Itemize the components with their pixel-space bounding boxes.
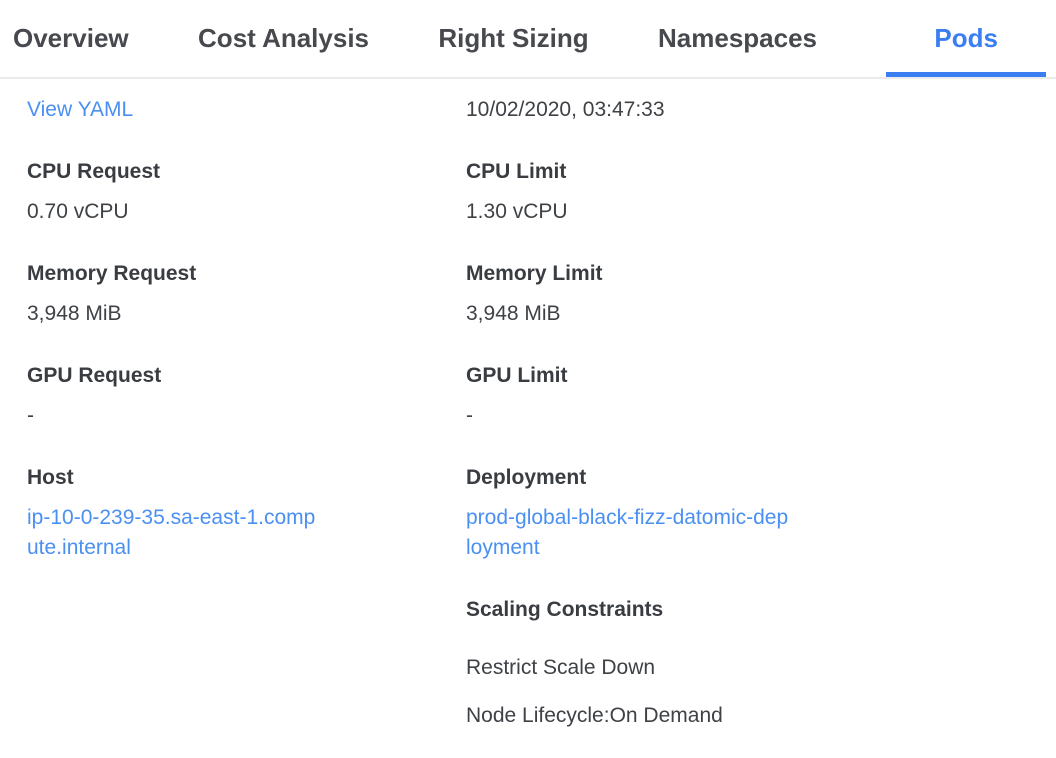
- tab-namespaces[interactable]: Namespaces: [658, 23, 817, 53]
- field-label: Memory Request: [27, 262, 197, 285]
- scaling-constraints-title: Scaling Constraints: [466, 598, 664, 621]
- field-label: GPU Limit: [466, 364, 568, 387]
- field-value: 3,948 MiB: [466, 302, 561, 325]
- field-memory-limit: Memory Limit 3,948 MiB: [466, 259, 1056, 329]
- field-memory-request: Memory Request 3,948 MiB: [27, 259, 466, 329]
- field-label: Memory Limit: [466, 262, 603, 285]
- field-gpu-request: GPU Request -: [27, 361, 466, 431]
- field-value: 0.70 vCPU: [27, 200, 129, 223]
- field-label: Host: [27, 466, 74, 489]
- pod-detail-panel: View YAML CPU Request 0.70 vCPU Memory R…: [0, 79, 1056, 731]
- tab-pods[interactable]: Pods: [886, 0, 1046, 77]
- detail-column-left: View YAML CPU Request 0.70 vCPU Memory R…: [27, 95, 466, 731]
- tab-bar: Overview Cost Analysis Right Sizing Name…: [0, 0, 1056, 79]
- field-value: 1.30 vCPU: [466, 200, 568, 223]
- field-value: -: [27, 404, 34, 427]
- deployment-link[interactable]: prod-global-black-fizz-datomic-deploymen…: [466, 506, 789, 559]
- scaling-constraint-item: Restrict Scale Down: [466, 656, 656, 679]
- field-label: CPU Request: [27, 160, 161, 183]
- detail-column-right: 10/02/2020, 03:47:33 CPU Limit 1.30 vCPU…: [466, 95, 1056, 731]
- field-gpu-limit: GPU Limit -: [466, 361, 1056, 431]
- tab-overview[interactable]: Overview: [13, 23, 129, 53]
- field-host: Host ip-10-0-239-35.sa-east-1.compute.in…: [27, 463, 466, 563]
- timestamp: 10/02/2020, 03:47:33: [466, 98, 665, 121]
- tab-right-sizing[interactable]: Right Sizing: [438, 23, 589, 53]
- host-link[interactable]: ip-10-0-239-35.sa-east-1.compute.interna…: [27, 506, 316, 559]
- field-cpu-request: CPU Request 0.70 vCPU: [27, 157, 466, 227]
- scaling-constraint-item: Node Lifecycle:On Demand: [466, 704, 723, 727]
- field-value: -: [466, 404, 473, 427]
- field-label: Deployment: [466, 466, 587, 489]
- tab-cost-analysis[interactable]: Cost Analysis: [198, 23, 370, 53]
- field-label: CPU Limit: [466, 160, 567, 183]
- field-cpu-limit: CPU Limit 1.30 vCPU: [466, 157, 1056, 227]
- view-yaml-link[interactable]: View YAML: [27, 98, 134, 121]
- field-label: GPU Request: [27, 364, 162, 387]
- field-deployment: Deployment prod-global-black-fizz-datomi…: [466, 463, 1056, 563]
- field-value: 3,948 MiB: [27, 302, 122, 325]
